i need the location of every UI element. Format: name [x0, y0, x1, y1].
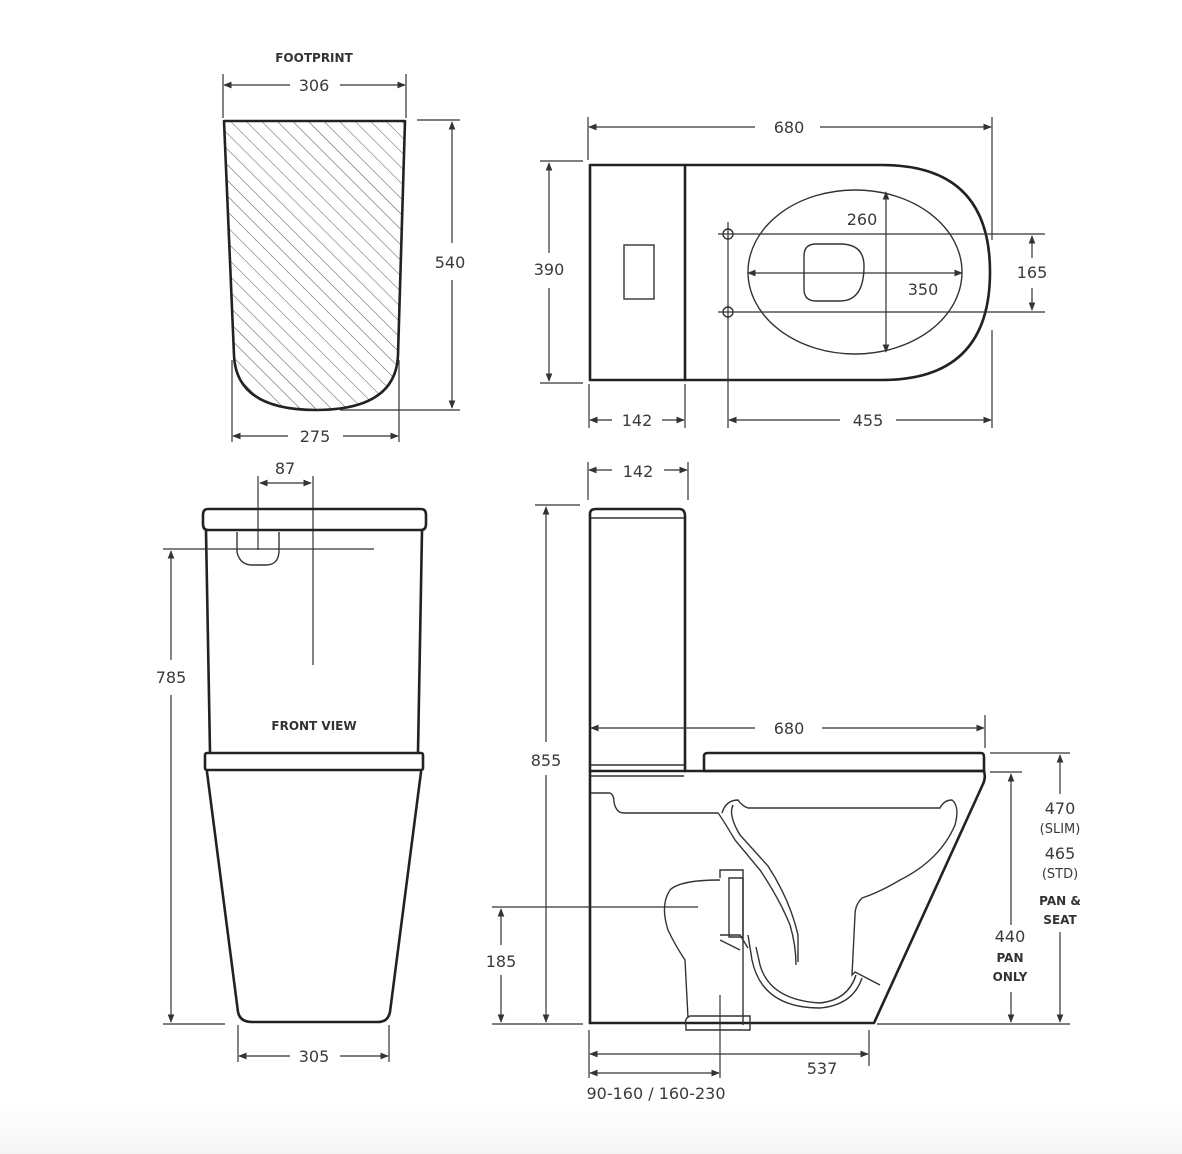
side-pan-only-label-2: ONLY [993, 970, 1028, 984]
front-view-title: FRONT VIEW [271, 719, 356, 733]
front-base-width: 305 [299, 1047, 330, 1066]
side-seat-height-slim: 470 [1045, 799, 1076, 818]
front-height: 785 [156, 668, 187, 687]
side-setout: 90-160 / 160-230 [586, 1084, 725, 1103]
footprint-top-width: 306 [299, 76, 330, 95]
footprint-view: FOOTPRINT 306 540 275 [222, 51, 466, 446]
front-button-offset: 87 [275, 459, 295, 478]
plan-bowl-width: 260 [847, 210, 878, 229]
front-view: 87 FRONT VIEW 785 305 [156, 459, 428, 1066]
side-seat-height-slim-label: (SLIM) [1040, 822, 1081, 837]
side-view: 142 680 855 [486, 462, 1081, 1103]
bottom-gradient [0, 1105, 1182, 1154]
footprint-depth: 540 [435, 253, 466, 272]
side-overall-length: 680 [774, 719, 805, 738]
side-pan-seat-label-1: PAN & [1039, 894, 1081, 908]
plan-fixing-spacing: 165 [1017, 263, 1048, 282]
plan-overall-width: 390 [534, 260, 565, 279]
plan-fixing-to-front: 455 [853, 411, 884, 430]
footprint-bottom-width: 275 [300, 427, 331, 446]
side-seat-height-std-label: (STD) [1042, 867, 1078, 882]
plan-view: 680 260 350 165 390 142 [534, 117, 1048, 430]
side-cistern-depth: 142 [623, 462, 654, 481]
side-overall-height: 855 [531, 751, 562, 770]
side-base-length: 537 [807, 1059, 838, 1078]
plan-bowl-length: 350 [908, 280, 939, 299]
side-pan-only-height: 440 [995, 927, 1026, 946]
side-seat-height-std: 465 [1045, 844, 1076, 863]
side-pan-only-label-1: PAN [996, 951, 1023, 965]
plan-overall-length: 680 [774, 118, 805, 137]
side-pan-seat-label-2: SEAT [1043, 913, 1077, 927]
plan-cistern-depth: 142 [622, 411, 653, 430]
side-outlet-height: 185 [486, 952, 517, 971]
footprint-title: FOOTPRINT [275, 51, 353, 65]
